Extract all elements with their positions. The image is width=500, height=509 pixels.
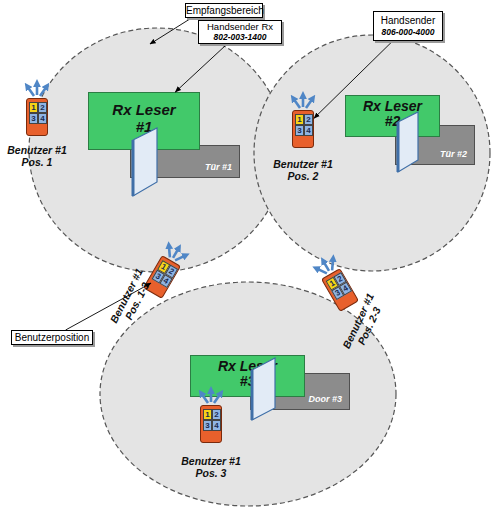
button-number: 4	[304, 125, 313, 136]
reader-box: Rx Leser #2	[345, 95, 440, 137]
reader-box: Rx Leser #3	[190, 355, 305, 397]
user-position-label: Benutzer #1 Pos. 2	[261, 159, 345, 182]
reception-area	[254, 35, 490, 271]
door-edge	[251, 370, 254, 420]
button-number: 2	[38, 102, 47, 113]
leader-arrow	[175, 44, 227, 92]
callout-text: Handsender Rx	[199, 22, 281, 32]
button-number: 3	[203, 420, 212, 431]
door-label: Tür #2	[440, 150, 467, 160]
callout-text: 802-003-1400	[199, 33, 281, 42]
button-number: 2	[212, 409, 221, 420]
button-number: 1	[295, 114, 304, 125]
transmitter-body: 1234	[200, 405, 222, 443]
door-edge	[397, 122, 400, 172]
hand-transmitter: 1234Benutzer #1 Pos. 2	[292, 110, 314, 148]
reader-label: Rx Leser #1	[89, 102, 199, 135]
button-number: 1	[29, 102, 38, 113]
button-number: 4	[38, 113, 47, 124]
signal-arrows	[27, 83, 47, 96]
door-panel	[133, 128, 157, 196]
hand-transmitter: 1234Benutzer #1 Pos. 3	[200, 405, 222, 443]
callout-box: Handsender 806-000-4000	[373, 11, 443, 41]
user-position-label: Benutzer #1 Pos. 1	[0, 145, 79, 168]
reader-label: Rx Leser #2	[346, 99, 439, 130]
callout-text: Benutzerposition	[12, 332, 92, 343]
callout-box: Handsender Rx802-003-1400	[198, 20, 282, 44]
hand-transmitter: 1234Benutzer #1 Pos. 1	[26, 98, 48, 136]
signal-arrows	[293, 95, 313, 108]
door-label: Tür #1	[205, 163, 232, 173]
button-number: 1	[203, 409, 212, 420]
callout-box: Empfangsbereich	[185, 3, 263, 18]
callout-text: Handsender	[374, 15, 442, 26]
door-edge	[132, 140, 135, 196]
door-label: Door #3	[308, 395, 342, 405]
transmitter-body: 1234	[26, 98, 48, 136]
button-number: 3	[295, 125, 304, 136]
reader-label: Rx Leser #3	[191, 359, 304, 390]
callout-box: Benutzerposition	[11, 330, 93, 345]
callout-text: 806-000-4000	[374, 28, 442, 37]
reception-area	[100, 282, 396, 506]
hand-transmitter: 1234Benutzer #1 Pos. 2-3	[329, 271, 351, 309]
reception-area	[29, 28, 285, 272]
button-number: 2	[304, 114, 313, 125]
user-position-label: Benutzer #1 Pos. 3	[169, 456, 253, 479]
button-number: 4	[212, 420, 221, 431]
button-number: 3	[29, 113, 38, 124]
callout-text: Empfangsbereich	[186, 5, 262, 16]
hand-transmitter: 1234Benutzer #1 Pos. 1-3	[151, 258, 173, 296]
leader-line	[150, 17, 193, 44]
transmitter-body: 1234	[292, 110, 314, 148]
